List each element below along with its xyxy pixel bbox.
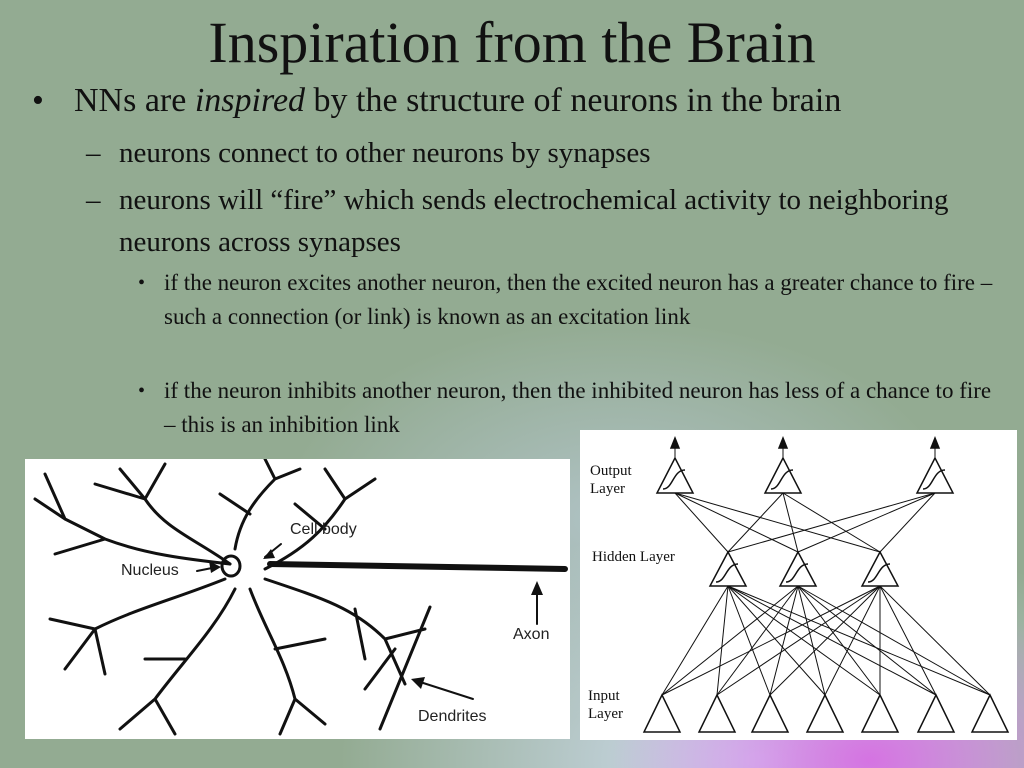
input-neuron xyxy=(970,693,1010,733)
connection-line xyxy=(661,585,729,696)
output-layer-line2: Layer xyxy=(590,481,625,497)
connection-line xyxy=(797,585,826,696)
hidden-neuron xyxy=(708,550,748,587)
network-drawing xyxy=(642,435,1010,733)
input-layer-line1: Input xyxy=(588,688,620,704)
input-neuron xyxy=(750,693,790,733)
connection-line xyxy=(782,492,799,553)
connection-line xyxy=(769,585,881,696)
connection-line xyxy=(879,492,936,553)
sub-bullet-text: neurons will “fire” which sends electroc… xyxy=(119,184,949,258)
neuron-drawing xyxy=(33,459,568,736)
connection-line xyxy=(727,585,991,696)
connection-line xyxy=(797,585,881,696)
input-layer-line2: Layer xyxy=(588,706,623,722)
input-neuron xyxy=(805,693,845,733)
sigmoid-icon xyxy=(922,469,946,490)
cell-body-label: Cell body xyxy=(290,521,357,538)
connection-line xyxy=(674,492,799,553)
connection-line xyxy=(716,585,799,696)
hidden-layer-label: Hidden Layer xyxy=(592,549,675,565)
subsub-bullet-text: if the neuron excites another neuron, th… xyxy=(164,270,993,329)
bullet-mark: • xyxy=(32,82,44,119)
connection-line xyxy=(674,492,881,553)
connection-line xyxy=(727,585,771,696)
bullet-mark: • xyxy=(138,380,146,402)
sigmoid-icon xyxy=(867,563,891,583)
connection-line xyxy=(879,585,937,696)
connection-line xyxy=(727,585,881,696)
connection-line xyxy=(797,492,936,553)
output-layer-line1: Output xyxy=(590,463,632,479)
connection-line xyxy=(727,492,784,553)
sigmoid-icon xyxy=(662,469,686,490)
sigmoid-icon xyxy=(770,469,794,490)
bullet-mark: • xyxy=(138,272,146,294)
connection-line xyxy=(769,585,799,696)
connection-line xyxy=(661,585,799,696)
slide-title: Inspiration from the Brain xyxy=(208,10,816,75)
connection-line xyxy=(782,492,881,553)
connection-line xyxy=(727,585,937,696)
arrow-icon xyxy=(669,435,681,449)
sub-bullet-text: neurons connect to other neurons by syna… xyxy=(119,137,651,169)
bullet-emphasis: inspired xyxy=(194,82,306,119)
axon-label: Axon xyxy=(513,626,550,643)
arrow-icon xyxy=(777,435,789,449)
nucleus-label: Nucleus xyxy=(121,562,179,579)
input-neuron xyxy=(916,693,956,733)
dendrites-label: Dendrites xyxy=(418,708,487,725)
connection-line xyxy=(716,585,881,696)
input-neuron xyxy=(642,693,682,733)
connection-line xyxy=(879,585,991,696)
neuron-diagram: Cell body Nucleus Axon Dendrites xyxy=(25,459,570,739)
input-neuron xyxy=(860,693,900,733)
sigmoid-icon xyxy=(715,563,739,583)
input-neuron xyxy=(697,693,737,733)
subsub-bullet-text: if the neuron inhibits another neuron, t… xyxy=(164,378,992,437)
hidden-neuron xyxy=(778,550,818,587)
bullet-text: NNs are inspired by the structure of neu… xyxy=(74,80,841,122)
connection-line xyxy=(797,585,937,696)
bullet-suffix: by the structure of neurons in the brain xyxy=(305,82,842,119)
dash-mark: – xyxy=(86,137,101,169)
arrow-icon xyxy=(929,435,941,449)
hidden-neuron xyxy=(860,550,900,587)
connection-line xyxy=(674,492,729,553)
dash-mark: – xyxy=(86,184,101,216)
connection-line xyxy=(797,585,991,696)
connection-line xyxy=(716,585,729,696)
sigmoid-icon xyxy=(785,563,809,583)
bullet-prefix: NNs are xyxy=(74,82,195,119)
connection-line xyxy=(824,585,881,696)
connection-line xyxy=(661,585,881,696)
connection-line xyxy=(727,585,826,696)
